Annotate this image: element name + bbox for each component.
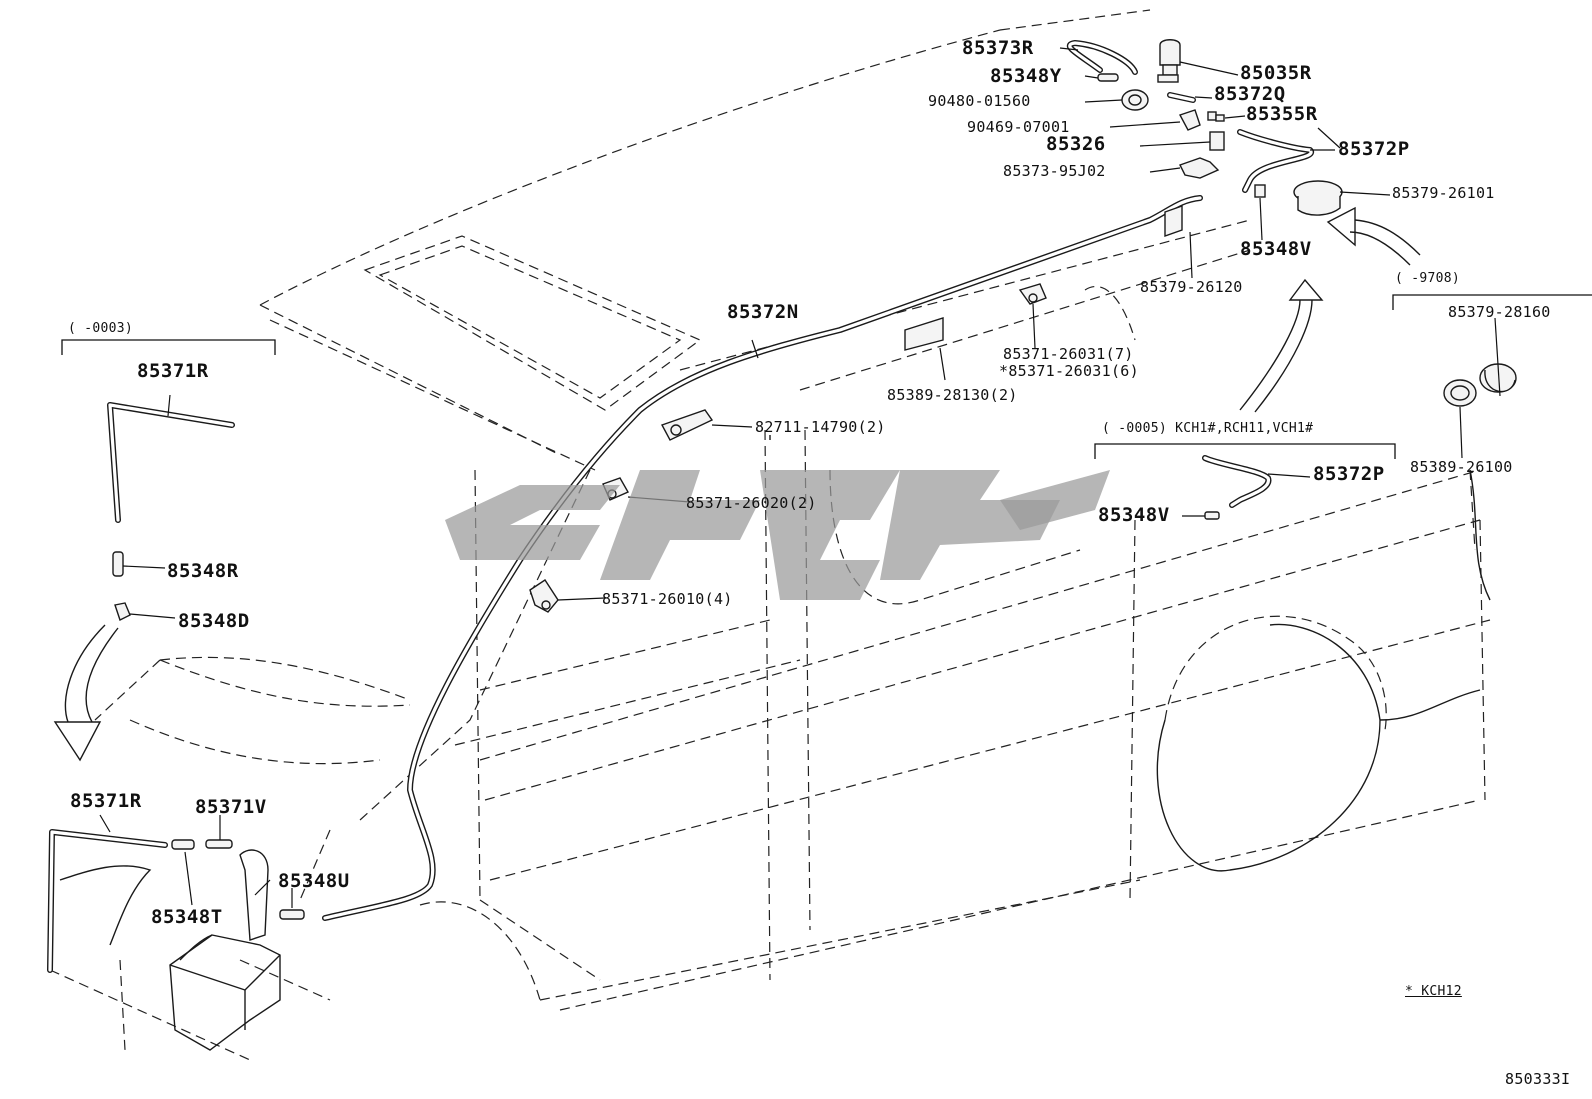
label-85348R: 85348R	[167, 560, 239, 582]
clip-90469-07001	[1178, 109, 1201, 131]
joint-85348D	[114, 602, 131, 621]
group-bracket-left	[61, 339, 276, 355]
hose-85372P-mid	[1202, 455, 1272, 508]
label-85373R: 85373R	[962, 37, 1034, 59]
grommet-85389-26100	[1443, 379, 1477, 407]
hose-85371R-lower	[47, 829, 168, 973]
label-85348U: 85348U	[278, 870, 350, 892]
label-85355R: 85355R	[1246, 103, 1318, 125]
label-85371V: 85371V	[195, 796, 267, 818]
joint-85348V-top	[1254, 184, 1266, 198]
cap-85379-28160	[1479, 363, 1517, 393]
arrow-right-top	[1326, 206, 1421, 266]
label-82711-14790: 82711-14790(2)	[755, 418, 886, 436]
label-85373-95J02: 85373-95J02	[1003, 162, 1106, 180]
label-85371R-upper: 85371R	[137, 360, 209, 382]
pad-85326	[1209, 131, 1225, 151]
washer-hose-85372N	[322, 195, 1203, 921]
arrow-left	[53, 624, 119, 762]
leader-lines	[99, 47, 1501, 908]
label-85379-26101: 85379-26101	[1392, 184, 1495, 202]
cap-85379-26101	[1293, 180, 1343, 216]
note-right-range: ( -9708)	[1395, 271, 1461, 286]
label-85379-28160: 85379-28160	[1448, 303, 1551, 321]
joint-85348V-mid	[1204, 511, 1220, 520]
label-85371-26031-6: *85371-26031(6)	[999, 362, 1139, 380]
joint-85348Y	[1097, 73, 1119, 82]
note-mid-range: ( -0005) KCH1#,RCH11,VCH1#	[1102, 421, 1314, 436]
hose-85372Q	[1167, 92, 1196, 103]
vehicle-visible-lines	[769, 435, 1491, 872]
grommet-90480-01560	[1121, 89, 1149, 111]
label-85035R: 85035R	[1240, 62, 1312, 84]
label-85372P-mid: 85372P	[1313, 463, 1385, 485]
label-85371-26010: 85371-26010(4)	[602, 590, 733, 608]
label-85348V-mid: 85348V	[1098, 504, 1170, 526]
diagram-id: 850333I	[1505, 1070, 1571, 1088]
group-bracket-right	[1392, 294, 1592, 310]
label-85348Y: 85348Y	[990, 65, 1062, 87]
hose-85371V	[205, 839, 233, 849]
footnote: * KCH12	[1405, 984, 1462, 999]
label-85372N: 85372N	[727, 301, 799, 323]
note-left-range: ( -0003)	[68, 321, 134, 336]
clip-85371-26010	[529, 579, 559, 613]
label-85326: 85326	[1046, 133, 1106, 155]
label-85389-26100: 85389-26100	[1410, 458, 1513, 476]
label-85348D: 85348D	[178, 610, 250, 632]
label-85379-26120: 85379-26120	[1140, 278, 1243, 296]
label-90469-07001: 90469-07001	[967, 118, 1070, 136]
bracket-85373-95J02	[1179, 157, 1220, 179]
hose-85373R	[1066, 40, 1138, 75]
label-85348V-top: 85348V	[1240, 238, 1312, 260]
nozzle-85035R	[1157, 39, 1181, 83]
hose-85371R-upper	[107, 402, 235, 523]
arrow-right-mid	[1239, 278, 1324, 413]
label-85372Q: 85372Q	[1214, 83, 1286, 105]
joint-85348U	[279, 909, 305, 920]
joint-85348R	[112, 551, 124, 577]
cover-85379-26120	[1164, 205, 1183, 237]
label-85371-26031-7: 85371-26031(7)	[1003, 345, 1134, 363]
group-bracket-mid	[1094, 443, 1396, 459]
joint-85355R	[1207, 111, 1225, 122]
grommet-85389-28130	[904, 317, 944, 351]
label-90480-01560: 90480-01560	[928, 92, 1031, 110]
label-85348T: 85348T	[151, 906, 223, 928]
hose-85372P-top	[1237, 129, 1315, 193]
watermark-logo	[445, 470, 1110, 600]
label-85389-28130: 85389-28130(2)	[887, 386, 1018, 404]
label-85371R-lower: 85371R	[70, 790, 142, 812]
joint-85348T	[171, 839, 195, 850]
washer-tank	[59, 849, 281, 1051]
label-85372P-top: 85372P	[1338, 138, 1410, 160]
label-85371-26020: 85371-26020(2)	[686, 494, 817, 512]
clip-85371-26031	[1018, 283, 1047, 305]
clip-82711-14790	[660, 409, 714, 441]
